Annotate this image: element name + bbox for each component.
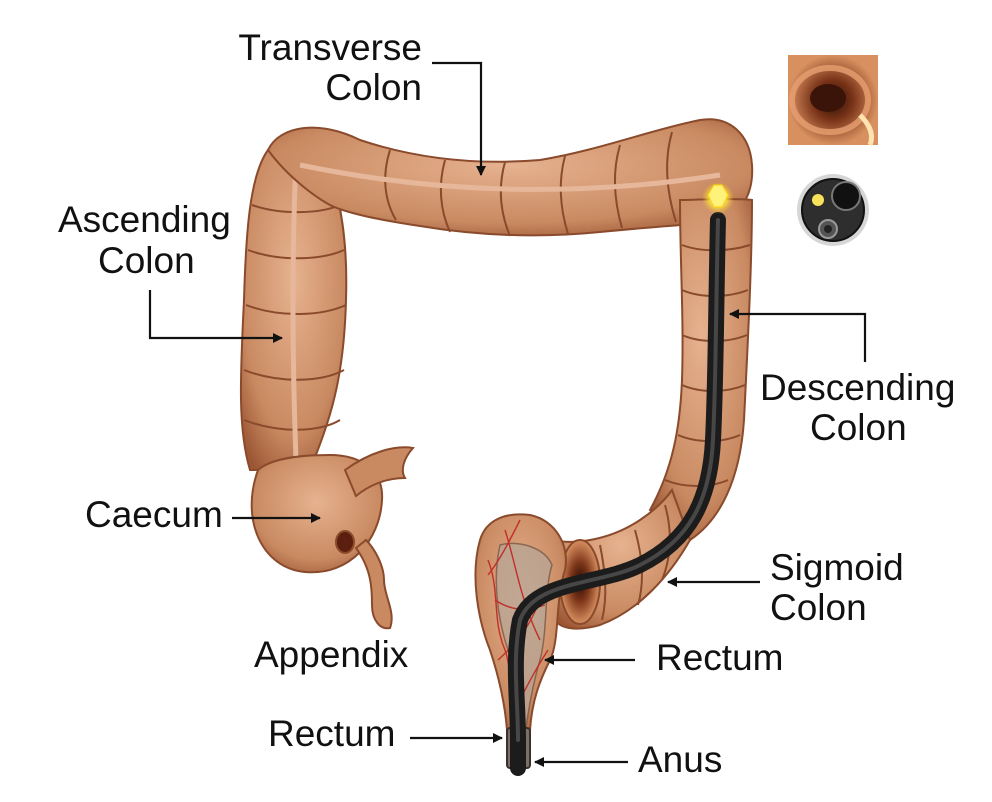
endoscope-tip-face-icon (797, 174, 869, 246)
label-descending-line1: Descending (760, 367, 955, 408)
ascending-haustra (243, 159, 347, 461)
appendix-opening (335, 530, 355, 554)
descending-colon (648, 198, 754, 542)
label-caecum: Caecum (85, 494, 223, 535)
transverse-haustra (299, 131, 721, 237)
endoscope-light-icon (707, 184, 729, 208)
endoscopic-view-thumbnail (788, 55, 878, 146)
ileum-stump (343, 446, 415, 498)
label-ascending-line2: Colon (98, 240, 195, 281)
endoscope (507, 182, 734, 776)
transverse-leader (432, 61, 486, 176)
label-ascending-line1: Ascending (58, 199, 231, 240)
label-rectum-lower: Rectum (268, 713, 395, 754)
label-sigmoid-line1: Sigmoid (770, 547, 904, 588)
label-appendix: Appendix (254, 634, 409, 675)
appendix (354, 538, 393, 630)
ascending-leader (148, 290, 283, 343)
leader-lines (148, 61, 867, 767)
descending-leader (729, 309, 867, 362)
labels: Transverse Colon Ascending Colon Descend… (58, 27, 955, 780)
label-rectum-upper: Rectum (656, 637, 783, 678)
label-transverse-line2: Colon (325, 67, 422, 108)
label-sigmoid-line2: Colon (770, 587, 867, 628)
label-anus: Anus (638, 739, 722, 780)
label-descending-line2: Colon (810, 407, 907, 448)
label-transverse-line1: Transverse (238, 27, 422, 68)
